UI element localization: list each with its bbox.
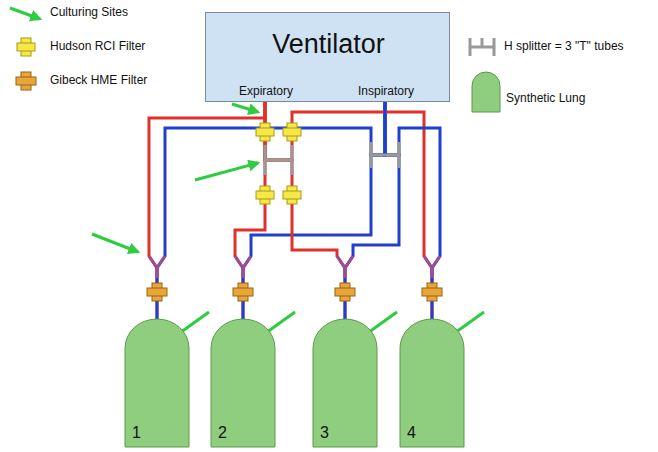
hme-filter [335,283,355,301]
synthetic-lung: 3 [312,318,378,448]
lung-number: 1 [132,424,141,442]
y-connector [337,256,353,278]
legend-label: Hudson RCI Filter [50,40,145,54]
lung-number: 4 [407,424,416,442]
y-connector [424,256,440,278]
insp-h-splitter [371,142,399,168]
legend-label: Culturing Sites [50,6,128,20]
y-connector [235,256,251,278]
legend-label: H splitter = 3 "T" tubes [504,40,624,54]
tube-line [243,102,385,320]
port-label: Inspiratory [358,85,414,99]
y-connector [149,256,165,278]
exp-h-splitter [265,145,292,175]
tube-line [265,102,432,320]
culturing-arrows [92,104,484,340]
legend-arrow [10,8,40,19]
legend-lung [472,72,500,112]
port-label: Expiratory [239,85,293,99]
legend-gibeck-filter [16,72,36,90]
ventilator-box: VentilatorExpiratory Inspiratory [205,12,450,102]
hudson-filter [256,186,274,204]
lung-number: 3 [320,424,329,442]
hudson-filter [256,123,274,141]
tube-line [157,102,385,320]
legend-label: Gibeck HME Filter [50,74,147,88]
synthetic-lung: 2 [210,318,276,448]
hme-filter [422,283,442,301]
hudson-filter [283,123,301,141]
hme-filter [233,283,253,301]
lung-number: 2 [218,424,227,442]
synthetic-lung: 4 [399,318,465,448]
legend-label: Synthetic Lung [506,92,585,106]
hme-filter [147,283,167,301]
device-title: Ventilator [272,29,385,60]
synthetic-lung: 1 [124,318,190,448]
hudson-filter [283,186,301,204]
tube-line [265,102,345,320]
legend-hudson-filter [17,38,35,56]
tube-line [345,102,399,320]
legend-h-splitter [470,38,494,56]
